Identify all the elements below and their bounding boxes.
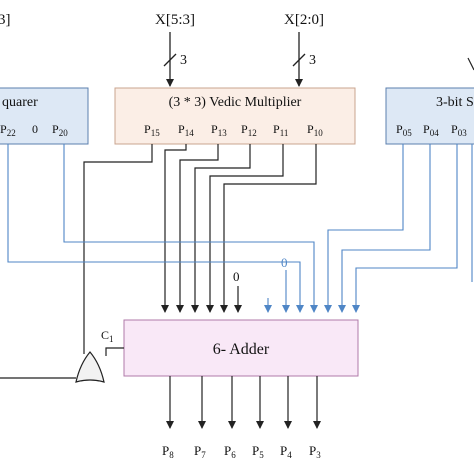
squarer-right-outputs: P05 P04 P03	[396, 122, 467, 138]
out-p20: P20	[52, 122, 68, 138]
wire-p05	[324, 144, 404, 313]
squarer-left-outputs: P22 0 P20	[0, 122, 68, 138]
out-p05: P05	[396, 122, 412, 138]
out-p22: P22	[0, 122, 16, 138]
wire-p11	[206, 144, 284, 313]
squarer-right-title: 3-bit S	[436, 95, 474, 110]
x-high-label: X[5:3]	[155, 12, 195, 28]
vedic-multiplier-block	[114, 87, 356, 145]
squarer-to-adder-wires	[7, 144, 473, 313]
x-left-label: 3]	[0, 12, 11, 28]
wire-p22	[7, 144, 304, 313]
out-p13: P13	[211, 122, 227, 138]
out-zero-left: 0	[32, 122, 38, 136]
out-p3: P3	[309, 443, 321, 460]
adder-output-labels: P8 P7 P6 P5 P4 P3	[162, 443, 321, 460]
out-p03: P03	[451, 122, 467, 138]
out-p8: P8	[162, 443, 174, 460]
out-p10: P10	[307, 122, 323, 138]
x-low-label: X[2:0]	[284, 12, 324, 28]
right-bus-fragment	[467, 57, 474, 71]
carry-wire	[105, 347, 124, 356]
vedic-multiplier-title: (3 * 3) Vedic Multiplier	[169, 95, 302, 110]
vedic-outputs: P15 P14 P13 P12 P11 P10	[144, 122, 323, 138]
out-p12: P12	[241, 122, 257, 138]
const-zero-black: 0	[233, 269, 240, 284]
wire-p14	[161, 144, 187, 313]
or-gate	[75, 351, 105, 383]
out-p11: P11	[273, 122, 288, 138]
x-high-bus	[163, 32, 177, 87]
out-p5: P5	[252, 443, 264, 460]
adder-title: 6- Adder	[213, 341, 270, 358]
x-high-width: 3	[180, 53, 187, 68]
wire-p10	[220, 144, 317, 313]
wire-p03	[352, 144, 458, 313]
wire-p12	[191, 144, 251, 313]
const-zero-blue: 0	[281, 255, 288, 270]
squarer-left-block	[0, 87, 89, 145]
out-p7: P7	[194, 443, 206, 460]
out-p4: P4	[280, 443, 292, 460]
out-p15: P15	[144, 122, 160, 138]
adder-output-wires	[166, 376, 321, 429]
wire-p13	[176, 144, 219, 313]
carry-label: C1	[101, 328, 114, 344]
x-low-bus	[292, 32, 306, 87]
out-p14: P14	[178, 122, 194, 138]
squarer-left-title: quarer	[2, 95, 38, 110]
x-low-width: 3	[309, 53, 316, 68]
out-p6: P6	[224, 443, 236, 460]
wire-p20	[63, 144, 318, 313]
adder-block	[123, 319, 359, 377]
squarer-right-block	[385, 87, 474, 145]
vedic-to-adder-wires	[83, 144, 317, 340]
wire-p04	[338, 144, 431, 313]
wire-p15-or	[83, 144, 153, 340]
out-p04: P04	[423, 122, 439, 138]
